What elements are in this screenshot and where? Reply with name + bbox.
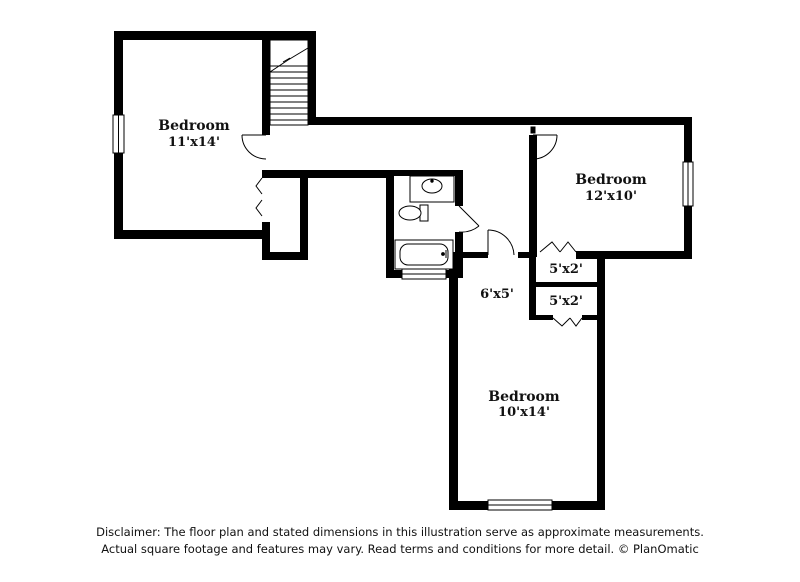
wall-hall-bottom-left — [262, 170, 390, 178]
wall-closet-nw-right — [300, 170, 308, 260]
sink-basin — [421, 178, 443, 194]
room-labels: Bedroom 11'x14' Bedroom 12'x10' Bedroom … — [158, 118, 647, 420]
disclaimer-line-1: Disclaimer: The floor plan and stated di… — [96, 525, 704, 539]
wall-bath-right-upper — [455, 170, 463, 206]
wall-hall-south-top-left — [458, 252, 488, 258]
label-bedroom-south: Bedroom — [488, 389, 560, 405]
label-bedroom-south-dims: 10'x14' — [498, 405, 550, 420]
wall-stair-right — [308, 31, 316, 125]
wall-nw-top — [114, 31, 316, 40]
label-bedroom-east: Bedroom — [575, 172, 647, 188]
wall-closet-bottom-right — [582, 315, 605, 320]
wall-hall-bottom-bath — [386, 170, 463, 176]
windows — [112, 114, 694, 511]
wall-east-bottom — [576, 251, 692, 259]
wall-nw-right-upper — [262, 31, 270, 135]
stairs — [269, 39, 309, 126]
wall-hall-south-top-right — [518, 252, 530, 258]
label-bedroom-east-dims: 12'x10' — [585, 189, 637, 204]
wall-nw-bottom — [114, 230, 266, 239]
disclaimer: Disclaimer: The floor plan and stated di… — [0, 524, 800, 558]
wall-closet-nw-bottom — [262, 252, 308, 260]
doors — [241, 126, 583, 327]
disclaimer-line-2: Actual square footage and features may v… — [101, 542, 699, 556]
label-bedroom-nw: Bedroom — [158, 118, 230, 134]
wall-east-left — [529, 135, 537, 257]
wall-hall-top — [308, 117, 692, 125]
label-closet-upper-dims: 5'x2' — [549, 262, 583, 277]
wall-nw-right-lower — [262, 222, 270, 260]
wall-bath-left — [386, 170, 394, 278]
bathroom-fixtures — [394, 175, 455, 270]
label-hall-dims: 6'x5' — [480, 287, 514, 302]
wall-south-left — [449, 252, 458, 510]
label-closet-lower-dims: 5'x2' — [549, 294, 583, 309]
toilet-bowl — [398, 205, 422, 221]
wall-closet-bottom-left — [529, 315, 553, 320]
wall-closet-divider — [529, 282, 605, 287]
label-bedroom-nw-dims: 11'x14' — [168, 135, 220, 150]
floor-plan-diagram: Bedroom 11'x14' Bedroom 12'x10' Bedroom … — [112, 31, 694, 511]
wall-south-right — [597, 251, 605, 510]
